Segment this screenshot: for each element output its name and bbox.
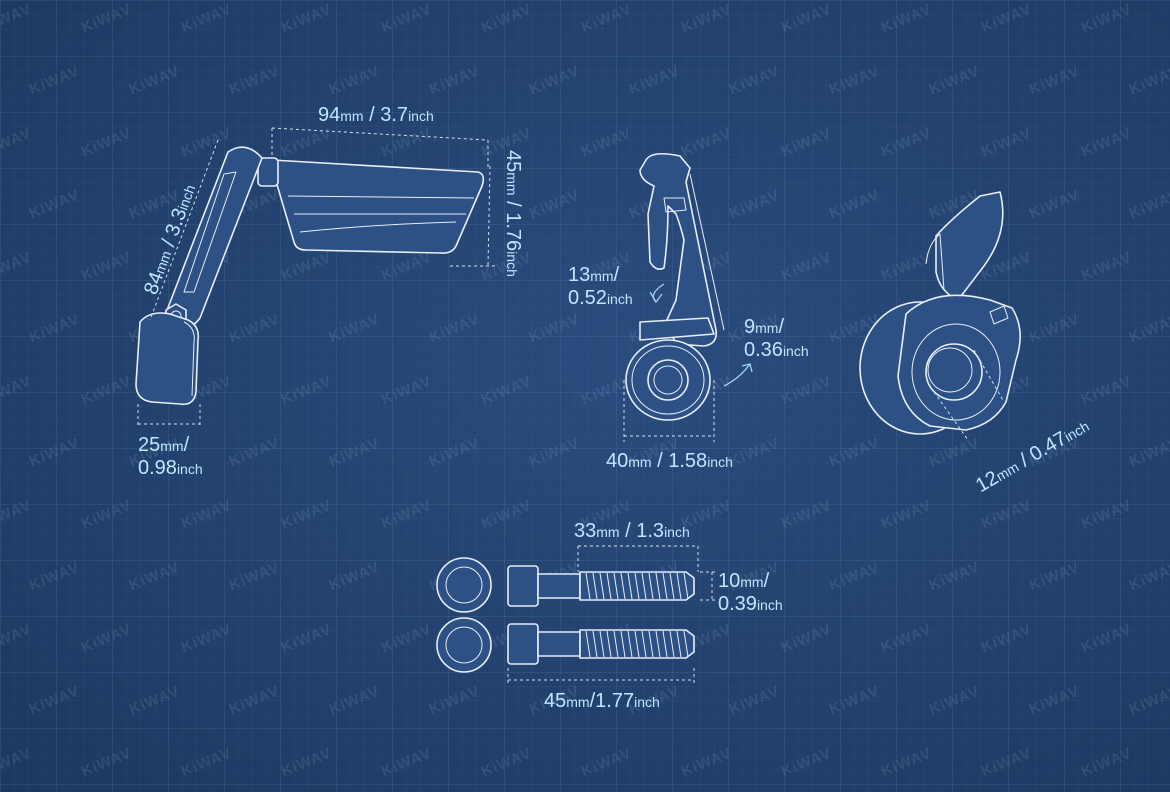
clamp-front-view xyxy=(623,152,753,442)
mirror-side-view xyxy=(135,127,498,428)
label-mirror-width: 94mm / 3.7inch xyxy=(318,104,434,126)
label-clamp-offset: 9mm/ 0.36inch xyxy=(744,316,809,361)
washer-2 xyxy=(436,617,492,673)
bolt-thread-line xyxy=(634,572,640,600)
bolt-thread-line xyxy=(585,572,591,600)
bolt-thread-line xyxy=(641,572,647,600)
label-mirror-height: 45mm / 1.76inch xyxy=(502,150,524,277)
bolt-long xyxy=(507,623,695,665)
bolt-thread-line xyxy=(620,630,626,658)
bolt-thread-line xyxy=(641,630,647,658)
label-clamp-gap: 13mm/ 0.52inch xyxy=(568,264,633,309)
bolt-thread-line xyxy=(585,630,591,658)
bolt-thread-line xyxy=(676,572,682,600)
label-base-width: 25mm/ 0.98inch xyxy=(138,434,203,479)
bar-end-view xyxy=(859,191,1021,441)
bolt-thread-line xyxy=(683,572,689,600)
bolt-thread-line xyxy=(606,630,612,658)
bolt-thread-line xyxy=(634,630,640,658)
bolt-thread-line xyxy=(655,572,661,600)
bolt-thread-line xyxy=(627,630,633,658)
washer-1 xyxy=(436,557,492,613)
bolt-thread-line xyxy=(662,630,668,658)
bolt-thread-line xyxy=(648,630,654,658)
bolt-thread-line xyxy=(683,630,689,658)
label-clamp-width: 40mm / 1.58inch xyxy=(606,450,733,472)
bolt-thread-line xyxy=(620,572,626,600)
label-bolt-short: 33mm / 1.3inch xyxy=(574,520,690,542)
bolt-thread-line xyxy=(655,630,661,658)
label-bolt-thread: 10mm/ 0.39inch xyxy=(718,570,783,615)
hardware-set xyxy=(436,545,716,684)
bolt-short xyxy=(507,565,695,607)
bolt-thread-line xyxy=(592,572,598,600)
bolt-thread-line xyxy=(676,630,682,658)
bolt-thread-line xyxy=(662,572,668,600)
bolt-thread-line xyxy=(606,572,612,600)
bolt-thread-line xyxy=(648,572,654,600)
bolt-thread-line xyxy=(627,572,633,600)
bolt-thread-line xyxy=(592,630,598,658)
bolt-thread-line xyxy=(613,630,619,658)
bolt-thread-line xyxy=(599,572,605,600)
bolt-thread-line xyxy=(669,630,675,658)
mirror-head xyxy=(271,159,485,254)
bolt-thread-line xyxy=(599,630,605,658)
label-bolt-long: 45mm/1.77inch xyxy=(544,690,660,712)
bolt-thread-line xyxy=(613,572,619,600)
mirror-base xyxy=(135,312,200,406)
clamp-body xyxy=(639,152,718,347)
bolt-thread-line xyxy=(669,572,675,600)
